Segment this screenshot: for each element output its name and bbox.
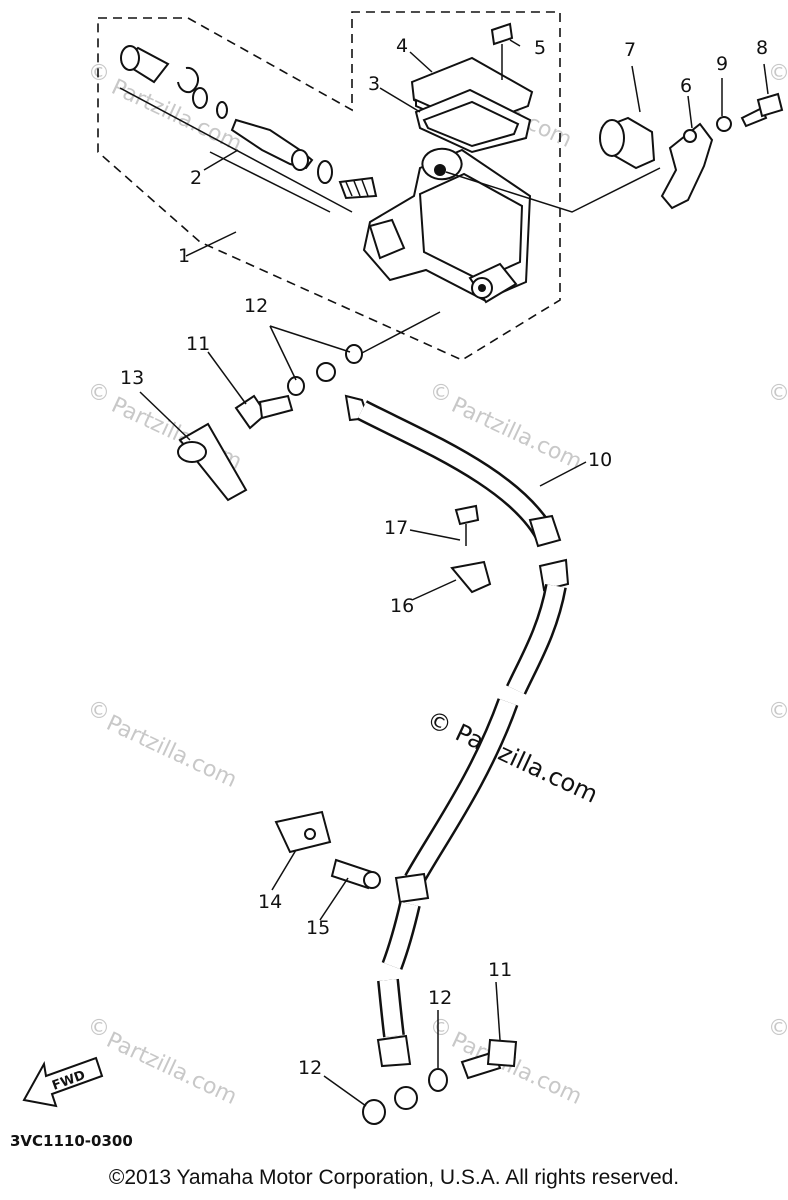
callout-12-upper: 12: [244, 295, 268, 317]
callout-11-upper: 11: [186, 333, 210, 355]
boot-end: [177, 441, 207, 463]
clamp: [599, 92, 784, 210]
leader-lines: [139, 39, 769, 1107]
watermark-symbol: ©: [88, 699, 110, 724]
callout-15: 15: [306, 917, 330, 939]
callout-10: 10: [588, 449, 612, 471]
assembly-outline: [97, 11, 561, 361]
watermark-text: Partzilla.com: [102, 1028, 240, 1110]
watermark-symbol: ©: [430, 381, 452, 406]
master-cylinder-body: [362, 147, 532, 304]
callout-13: 13: [120, 367, 144, 389]
watermark-symbol: ©: [430, 1016, 452, 1041]
watermark-symbol: ©: [768, 61, 788, 86]
hose-bracket: [274, 810, 381, 890]
callout-4: 4: [396, 35, 408, 57]
leader-line: [445, 167, 661, 213]
watermark-symbol: ©: [768, 699, 788, 724]
washer: [287, 376, 305, 396]
washer: [428, 1068, 448, 1092]
callout-9: 9: [716, 53, 728, 75]
fwd-arrow-icon: FWD: [22, 1056, 104, 1108]
banjo-bolt: [460, 1038, 518, 1080]
leader-line: [359, 311, 441, 355]
callout-2: 2: [190, 167, 202, 189]
callout-17: 17: [384, 517, 408, 539]
diagram-code: 3VC1110-0300: [10, 1132, 133, 1150]
hose-clip: [450, 504, 492, 594]
callout-8: 8: [756, 37, 768, 59]
watermark-symbol: ©: [88, 61, 110, 86]
callout-12-lower-left: 12: [298, 1057, 322, 1079]
leader-line: [119, 87, 353, 213]
callout-16: 16: [390, 595, 414, 617]
callout-12-lower-right: 12: [428, 987, 452, 1009]
callout-6: 6: [680, 75, 692, 97]
reservoir-cap: [410, 22, 534, 154]
leader-line: [209, 151, 331, 213]
banjo-bolt: [234, 394, 294, 430]
watermark-symbol: ©: [768, 1016, 788, 1041]
callout-1: 1: [178, 245, 190, 267]
callout-14: 14: [258, 891, 282, 913]
copyright-notice: ©2013 Yamaha Motor Corporation, U.S.A. A…: [108, 1166, 680, 1189]
callout-5: 5: [534, 37, 546, 59]
callout-7: 7: [624, 39, 636, 61]
washer: [362, 1099, 386, 1125]
watermark-symbol: ©: [88, 1016, 110, 1041]
watermark-symbol: ©: [768, 381, 788, 406]
callout-11-lower: 11: [488, 959, 512, 981]
watermark-text: Partzilla.com: [102, 711, 240, 793]
piston-kit: [120, 45, 378, 200]
watermark-symbol: ©: [88, 381, 110, 406]
callouts: 1 2 3 4 5 6 7 8 9 10 11 11 12 12 12 13 1…: [120, 35, 768, 1079]
washer: [345, 344, 363, 364]
callout-3: 3: [368, 73, 380, 95]
brake-hose: [316, 362, 570, 1110]
